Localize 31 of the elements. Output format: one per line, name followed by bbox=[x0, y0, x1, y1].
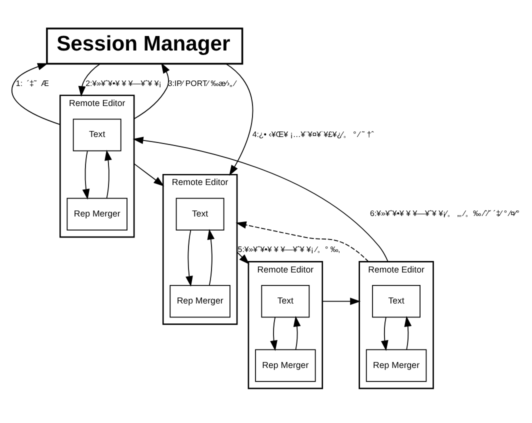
arrow bbox=[404, 316, 412, 350]
arrow bbox=[236, 251, 250, 264]
arrow bbox=[104, 149, 112, 198]
node-box: Rep Merger bbox=[366, 348, 427, 382]
arrow bbox=[134, 62, 170, 119]
edge-label: 2:¥»¥ˆ¥•¥ ¥ ¥—¥ˆ¥ ¥¡ bbox=[86, 78, 162, 88]
arrow bbox=[207, 228, 215, 286]
edge-label: 5:¥»¥ˆ¥•¥ ¥ ¥—¥ˆ¥ ¥¡ ⁄。° ‰‚ bbox=[238, 244, 340, 254]
node-box: Text bbox=[372, 284, 420, 318]
arrow bbox=[270, 316, 278, 351]
arrow bbox=[322, 297, 361, 305]
node-box: Rep Merger bbox=[255, 348, 316, 382]
arrow bbox=[134, 162, 164, 186]
arrow bbox=[82, 150, 90, 200]
node-box: Text bbox=[261, 284, 310, 318]
edge-label: 1: ´‡˜ Æ bbox=[16, 78, 49, 88]
node-box: Text bbox=[72, 118, 122, 151]
arrow bbox=[293, 316, 301, 350]
arrow bbox=[12, 62, 61, 124]
edge-label: 6:¥»¥ˆ¥•¥ ¥ ¥—¥ˆ¥ ¥¡⁄。 „‚ ⁄。‰ ⁄ˆ⁄˘ ´‡⁄ ° ⁄¤⁄° bbox=[370, 208, 520, 218]
node-box: Session Manager bbox=[46, 27, 244, 64]
edge-label: 4:¿• ‹¥Œ¥ ¡…¥¨¥¤¥˙¥£¥¿⁄。 ° ⁄ ˜ †ˆ bbox=[252, 129, 374, 138]
arrow bbox=[186, 229, 193, 286]
node-box: Rep Merger bbox=[66, 197, 128, 230]
arrow bbox=[225, 62, 254, 176]
arrow bbox=[78, 62, 100, 96]
arrow bbox=[236, 220, 369, 262]
arrow bbox=[381, 316, 388, 351]
arrow bbox=[132, 136, 388, 262]
node-box: Text bbox=[176, 197, 224, 230]
node-box: Rep Merger bbox=[170, 284, 230, 318]
